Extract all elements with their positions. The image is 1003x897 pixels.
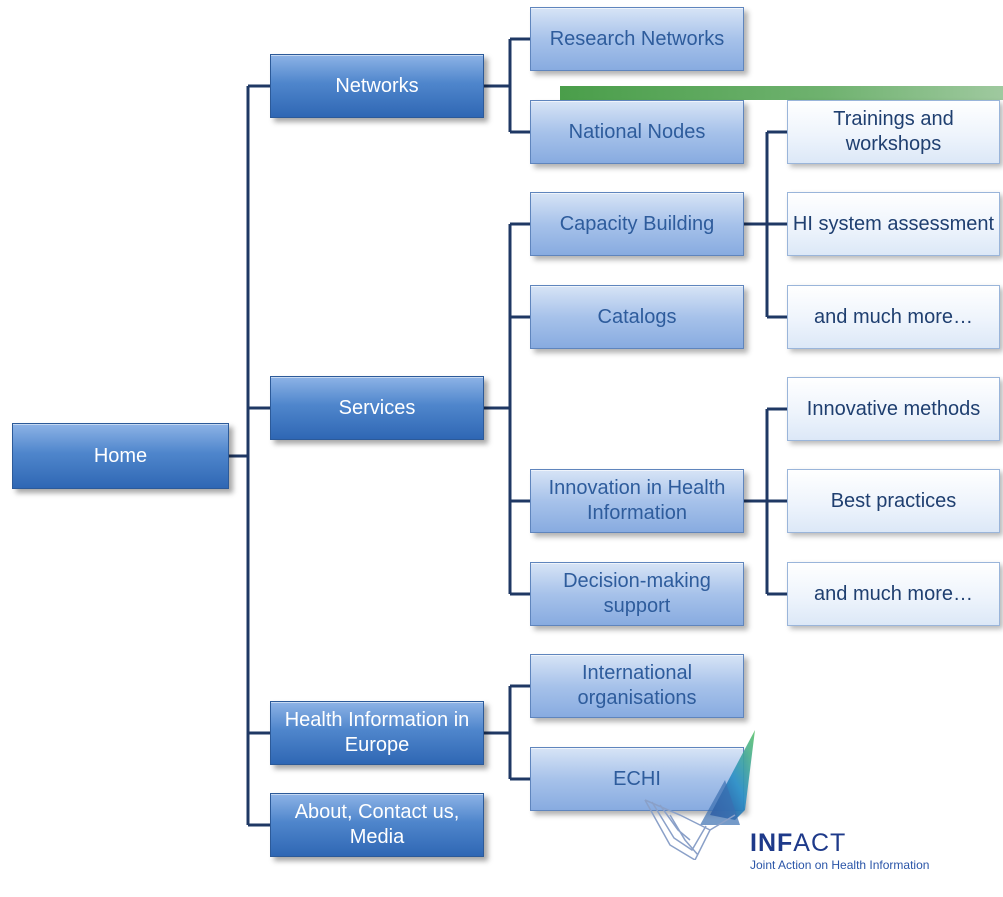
and-much-more-capacity-node[interactable]: and much more… [787,285,1000,349]
capacity-building-node[interactable]: Capacity Building [530,192,744,256]
home-node[interactable]: Home [12,423,229,489]
echi-node[interactable]: ECHI [530,747,744,811]
services-node[interactable]: Services [270,376,484,440]
decision-making-support-node[interactable]: Decision-making support [530,562,744,626]
catalogs-node[interactable]: Catalogs [530,285,744,349]
infact-logo-tagline: Joint Action on Health Information [750,858,930,872]
about-contact-media-node[interactable]: About, Contact us, Media [270,793,484,857]
infact-logo-wordmark: INFACT [750,829,847,857]
international-organisations-node[interactable]: International organisations [530,654,744,718]
infact-logo-graphic [644,730,755,860]
innovative-methods-node[interactable]: Innovative methods [787,377,1000,441]
national-nodes-node[interactable]: National Nodes [530,100,744,164]
hi-system-assessment-node[interactable]: HI system assessment [787,192,1000,256]
research-networks-node[interactable]: Research Networks [530,7,744,71]
best-practices-node[interactable]: Best practices [787,469,1000,533]
and-much-more-innovation-node[interactable]: and much more… [787,562,1000,626]
innovation-in-health-information-node[interactable]: Innovation in Health Information [530,469,744,533]
trainings-and-workshops-node[interactable]: Trainings and workshops [787,100,1000,164]
green-accent-bar [560,86,1003,100]
networks-node[interactable]: Networks [270,54,484,118]
health-information-in-europe-node[interactable]: Health Information in Europe [270,701,484,765]
